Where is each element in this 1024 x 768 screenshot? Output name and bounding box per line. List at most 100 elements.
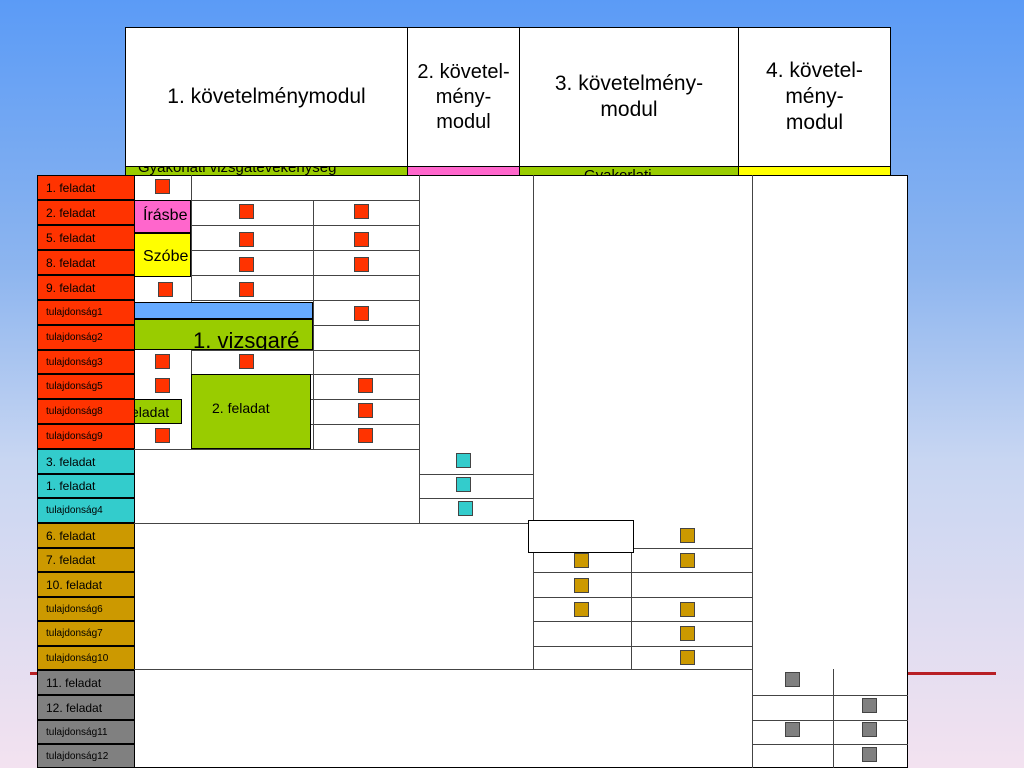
grid-line [419, 175, 420, 523]
row-label-text: 9. feladat [46, 280, 96, 295]
marker-square [239, 354, 254, 369]
marker-square [239, 257, 254, 272]
grid-line [533, 646, 752, 647]
marker-square [358, 403, 373, 418]
row-label-text: 8. feladat [46, 255, 96, 270]
strip-module-3-label: Gyakorlati [584, 167, 652, 177]
row-label: 11. feladat [37, 670, 135, 695]
header-module-1-label: 1. követelménymodul [167, 84, 366, 108]
row-label: tulajdonság5 [37, 374, 135, 399]
white-cell-overlay [528, 520, 634, 553]
row-label-text: 12. feladat [46, 700, 103, 715]
row-label-text: 2. feladat [46, 205, 96, 220]
header-module-1: 1. követelménymodul [125, 27, 408, 167]
row-label-text: tulajdonság11 [46, 726, 108, 738]
marker-square [354, 204, 369, 219]
grid-line [134, 669, 752, 670]
marker-square [680, 528, 695, 543]
task-block-green: 2. feladat [191, 374, 311, 449]
grid-line [631, 523, 632, 669]
row-label: 12. feladat [37, 695, 135, 720]
row-label: 9. feladat [37, 275, 135, 300]
marker-square [358, 428, 373, 443]
marker-square [239, 204, 254, 219]
marker-square [680, 650, 695, 665]
header-module-3-label: 3. követelmény-modul [554, 71, 704, 121]
row-label-text: tulajdonság6 [46, 603, 103, 615]
row-label: tulajdonság8 [37, 399, 135, 424]
grid-line [134, 523, 533, 524]
row-label-text: tulajdonság12 [46, 750, 109, 762]
grid-line [533, 548, 752, 549]
task-block-cut-label: eladat [134, 404, 170, 420]
row-label-text: tulajdonság3 [46, 356, 103, 368]
grid-line [533, 175, 534, 669]
task-block-green-label: 2. feladat [212, 400, 270, 416]
marker-square [574, 553, 589, 568]
marker-square [358, 378, 373, 393]
row-label-text: tulajdonság5 [46, 381, 103, 392]
marker-square [155, 428, 170, 443]
grid-line [419, 474, 533, 475]
row-label: 10. feladat [37, 572, 135, 597]
row-label-text: tulajdonság2 [46, 332, 103, 343]
marker-square [862, 698, 877, 713]
header-module-2-label: 2. követel-mény-modul [417, 60, 510, 133]
blue-bar [134, 302, 313, 319]
row-label: tulajdonság4 [37, 498, 135, 523]
row-label: 2. feladat [37, 200, 135, 225]
row-label-text: 3. feladat [46, 454, 96, 469]
marker-square [239, 232, 254, 247]
grid-line [191, 225, 419, 226]
marker-square [785, 672, 800, 687]
marker-square [158, 282, 173, 297]
marker-square [680, 602, 695, 617]
oral-exam-block: Szóbe [134, 233, 191, 277]
grid-line [533, 597, 752, 598]
exam-part-label: 1. vizsgaré [193, 328, 300, 350]
marker-square [155, 179, 170, 194]
row-label: 1. feladat [37, 474, 135, 498]
row-label: tulajdonság9 [37, 424, 135, 449]
row-label-text: 10. feladat [46, 577, 103, 592]
marker-square [785, 722, 800, 737]
header-module-3: 3. követelmény-modul [519, 27, 739, 167]
row-label: tulajdonság11 [37, 720, 135, 744]
header-module-4-label: 4. követel-mény-modul [766, 58, 863, 135]
marker-square [456, 453, 471, 468]
grid-line [191, 275, 419, 276]
task-block-cut: eladat [134, 399, 182, 424]
written-exam-label: Írásbe [143, 207, 188, 224]
row-label: 6. feladat [37, 523, 135, 548]
row-label-text: 7. feladat [46, 553, 96, 567]
marker-square [239, 282, 254, 297]
marker-square [680, 553, 695, 568]
row-label: tulajdonság2 [37, 325, 135, 350]
strip-module-1-label: Gyakorlati vizsgatevékenység [138, 166, 337, 176]
row-label-text: 5. feladat [46, 230, 96, 245]
row-label-text: 1. feladat [46, 180, 96, 195]
row-label: 3. feladat [37, 449, 135, 474]
row-label: 7. feladat [37, 548, 135, 572]
exam-part-block: 1. vizsgaré [134, 319, 313, 350]
row-label-text: tulajdonság4 [46, 505, 103, 516]
row-label-text: tulajdonság9 [46, 431, 103, 442]
row-label-text: tulajdonság8 [46, 406, 103, 417]
header-module-2: 2. követel-mény-modul [407, 27, 520, 167]
grid-line [533, 621, 752, 622]
row-label-text: 11. feladat [46, 675, 102, 690]
row-label: 5. feladat [37, 225, 135, 250]
marker-square [354, 257, 369, 272]
header-module-4: 4. követel-mény-modul [738, 27, 891, 167]
grid-line [533, 572, 752, 573]
grid-line [752, 695, 908, 696]
marker-square [862, 722, 877, 737]
marker-square [458, 501, 473, 516]
marker-square [574, 578, 589, 593]
row-label-text: tulajdonság10 [46, 652, 109, 664]
row-label-text: 1. feladat [46, 479, 96, 493]
grid-line [191, 350, 419, 351]
marker-square [354, 232, 369, 247]
grid-line [752, 720, 908, 721]
row-label: tulajdonság1 [37, 300, 135, 325]
